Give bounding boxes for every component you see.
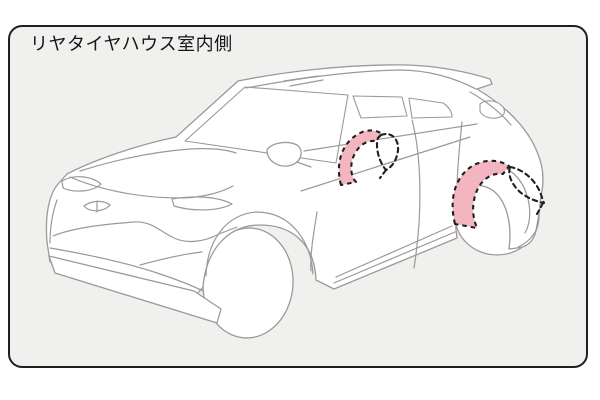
- front-fender-flare: [205, 211, 314, 277]
- mirror-arm: [296, 161, 312, 168]
- rocker-line: [333, 231, 456, 284]
- quarter-window: [479, 100, 505, 119]
- fender-door-seam: [310, 211, 318, 272]
- front-splitter: [48, 255, 222, 324]
- rocker-line: [335, 225, 453, 278]
- diagram-title: リヤタイヤハウス室内側: [30, 34, 233, 54]
- corner-vent-line: [49, 199, 58, 244]
- rear-tirehouse-rim-dashed-far: [375, 133, 400, 172]
- grille-line: [52, 221, 238, 243]
- b-pillar-door-seam: [411, 119, 421, 269]
- shoulder-line: [300, 136, 471, 192]
- roof-rib-line: [283, 75, 319, 82]
- maker-emblem: [83, 200, 111, 212]
- rear-tirehouse-highlight-near: [451, 159, 511, 230]
- bumper-crease: [139, 251, 203, 266]
- rear-door-window: [408, 97, 453, 119]
- right-headlight: [171, 196, 233, 211]
- dash-tail-far: [378, 168, 388, 180]
- rear-bumper-line: [517, 227, 538, 248]
- c-pillar-line: [469, 91, 512, 126]
- hood-crease: [79, 148, 237, 172]
- beltline: [303, 123, 478, 152]
- roof-rib-line: [289, 79, 324, 87]
- side-mirror: [266, 141, 302, 167]
- dash-tail-near: [535, 201, 545, 216]
- hood-edge-line: [69, 176, 234, 199]
- rear-door-seam: [456, 121, 463, 186]
- bumper-crease: [49, 247, 204, 292]
- left-headlight: [61, 176, 102, 192]
- front-door-window: [352, 95, 408, 119]
